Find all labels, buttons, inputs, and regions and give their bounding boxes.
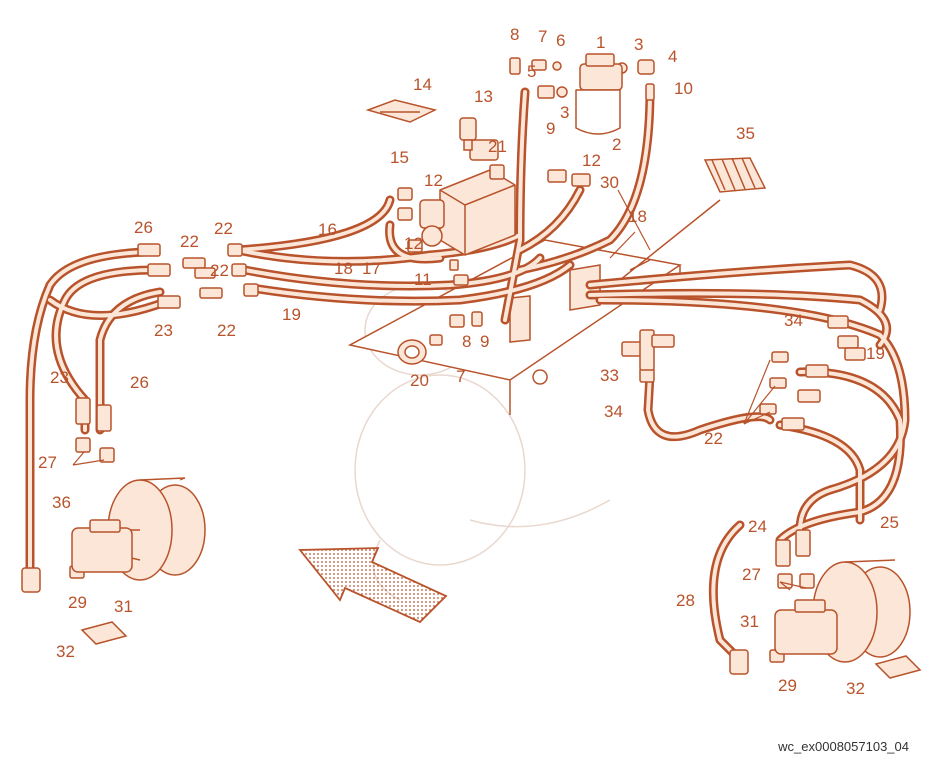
callout-36: 36 bbox=[52, 493, 71, 512]
callout-22c: 22 bbox=[217, 321, 236, 340]
callout-7b: 7 bbox=[456, 367, 465, 386]
callout-23b: 23 bbox=[50, 368, 69, 387]
callout-22e: 22 bbox=[210, 261, 229, 280]
document-reference: wc_ex0008057103_04 bbox=[778, 739, 909, 754]
callout-34b: 34 bbox=[604, 402, 623, 421]
callout-32: 32 bbox=[56, 642, 75, 661]
callout-34: 34 bbox=[784, 311, 803, 330]
callout-28: 28 bbox=[676, 591, 695, 610]
callout-24: 24 bbox=[748, 517, 767, 536]
callout-16: 16 bbox=[318, 220, 337, 239]
travel-motor-left bbox=[71, 477, 206, 581]
callout-20: 20 bbox=[410, 371, 429, 390]
callout-18: 18 bbox=[334, 259, 353, 278]
callout-18b: 18 bbox=[628, 207, 647, 226]
callout-25: 25 bbox=[880, 513, 899, 532]
leader-lines bbox=[72, 189, 807, 591]
control-valve-block bbox=[419, 139, 516, 256]
callout-26: 26 bbox=[134, 218, 153, 237]
callout-6: 6 bbox=[556, 31, 565, 50]
fitting-group bbox=[21, 57, 866, 675]
callout-9: 9 bbox=[546, 119, 555, 138]
callout-12c: 12 bbox=[582, 151, 601, 170]
callout-11: 11 bbox=[414, 270, 432, 289]
tee-fitting bbox=[621, 329, 675, 371]
callout-23: 23 bbox=[154, 321, 173, 340]
callout-17: 17 bbox=[362, 259, 381, 278]
callout-12b: 12 bbox=[404, 234, 423, 253]
filter-assembly bbox=[575, 53, 623, 135]
bellows bbox=[703, 157, 767, 193]
callout-31b: 31 bbox=[740, 612, 759, 631]
callout-3b: 3 bbox=[560, 103, 569, 122]
callout-14: 14 bbox=[413, 75, 432, 94]
callout-22b: 22 bbox=[214, 219, 233, 238]
callout-27: 27 bbox=[38, 453, 57, 472]
pressure-switch bbox=[459, 117, 477, 151]
mounting-plates bbox=[80, 621, 922, 679]
callout-30: 30 bbox=[600, 173, 619, 192]
callout-4: 4 bbox=[668, 47, 677, 66]
callout-12: 12 bbox=[424, 171, 443, 190]
callout-19: 19 bbox=[282, 305, 301, 324]
callout-8: 8 bbox=[510, 25, 519, 44]
filler-cap bbox=[397, 339, 427, 365]
callout-15: 15 bbox=[390, 148, 409, 167]
callout-8b: 8 bbox=[462, 332, 471, 351]
direction-arrow bbox=[298, 547, 448, 624]
callout-21: 21 bbox=[488, 137, 507, 156]
callout-29: 29 bbox=[68, 593, 87, 612]
callout-7: 7 bbox=[538, 27, 547, 46]
callout-26b: 26 bbox=[130, 373, 149, 392]
callout-19b: 19 bbox=[866, 344, 885, 363]
callout-29b: 29 bbox=[778, 676, 797, 695]
callout-5: 5 bbox=[527, 62, 536, 81]
callout-32b: 32 bbox=[846, 679, 865, 698]
callout-13: 13 bbox=[474, 87, 493, 106]
callout-27b: 27 bbox=[742, 565, 761, 584]
callout-10: 10 bbox=[674, 79, 693, 98]
callout-9b: 9 bbox=[480, 332, 489, 351]
callout-22a: 22 bbox=[180, 232, 199, 251]
callout-1: 1 bbox=[596, 33, 605, 52]
callout-2: 2 bbox=[612, 135, 621, 154]
callout-31: 31 bbox=[114, 597, 133, 616]
callout-35: 35 bbox=[736, 124, 755, 143]
callout-labels: 1 2 3 3 4 5 6 7 7 8 8 9 9 10 11 12 12 12… bbox=[38, 25, 899, 698]
hose-group bbox=[30, 90, 905, 660]
callout-33: 33 bbox=[600, 366, 619, 385]
callout-22d: 22 bbox=[704, 429, 723, 448]
travel-motor-right bbox=[774, 559, 911, 663]
callout-3: 3 bbox=[634, 35, 643, 54]
instruction-sheet bbox=[365, 99, 438, 123]
